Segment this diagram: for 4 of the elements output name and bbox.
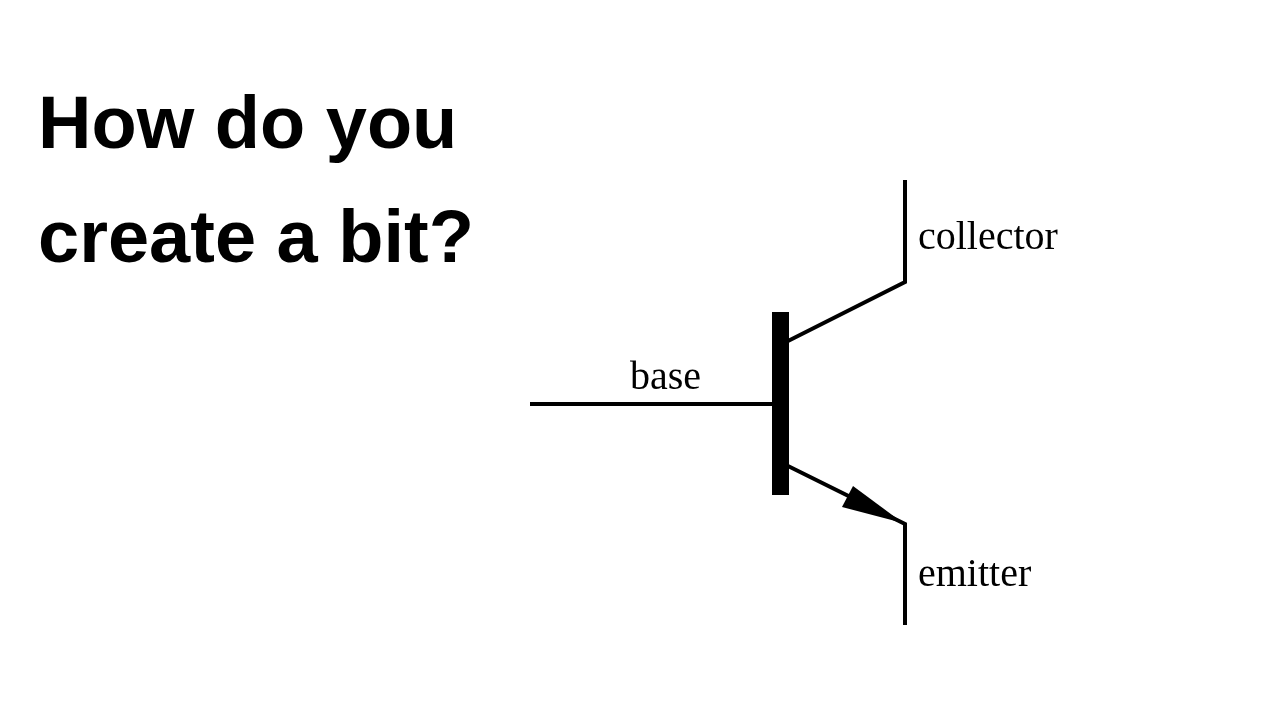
title: How do you create a bit?	[38, 80, 475, 280]
terminal-label: collector	[918, 216, 1058, 256]
terminal-label: base	[630, 356, 702, 396]
terminal-label: emitter	[918, 553, 1032, 593]
